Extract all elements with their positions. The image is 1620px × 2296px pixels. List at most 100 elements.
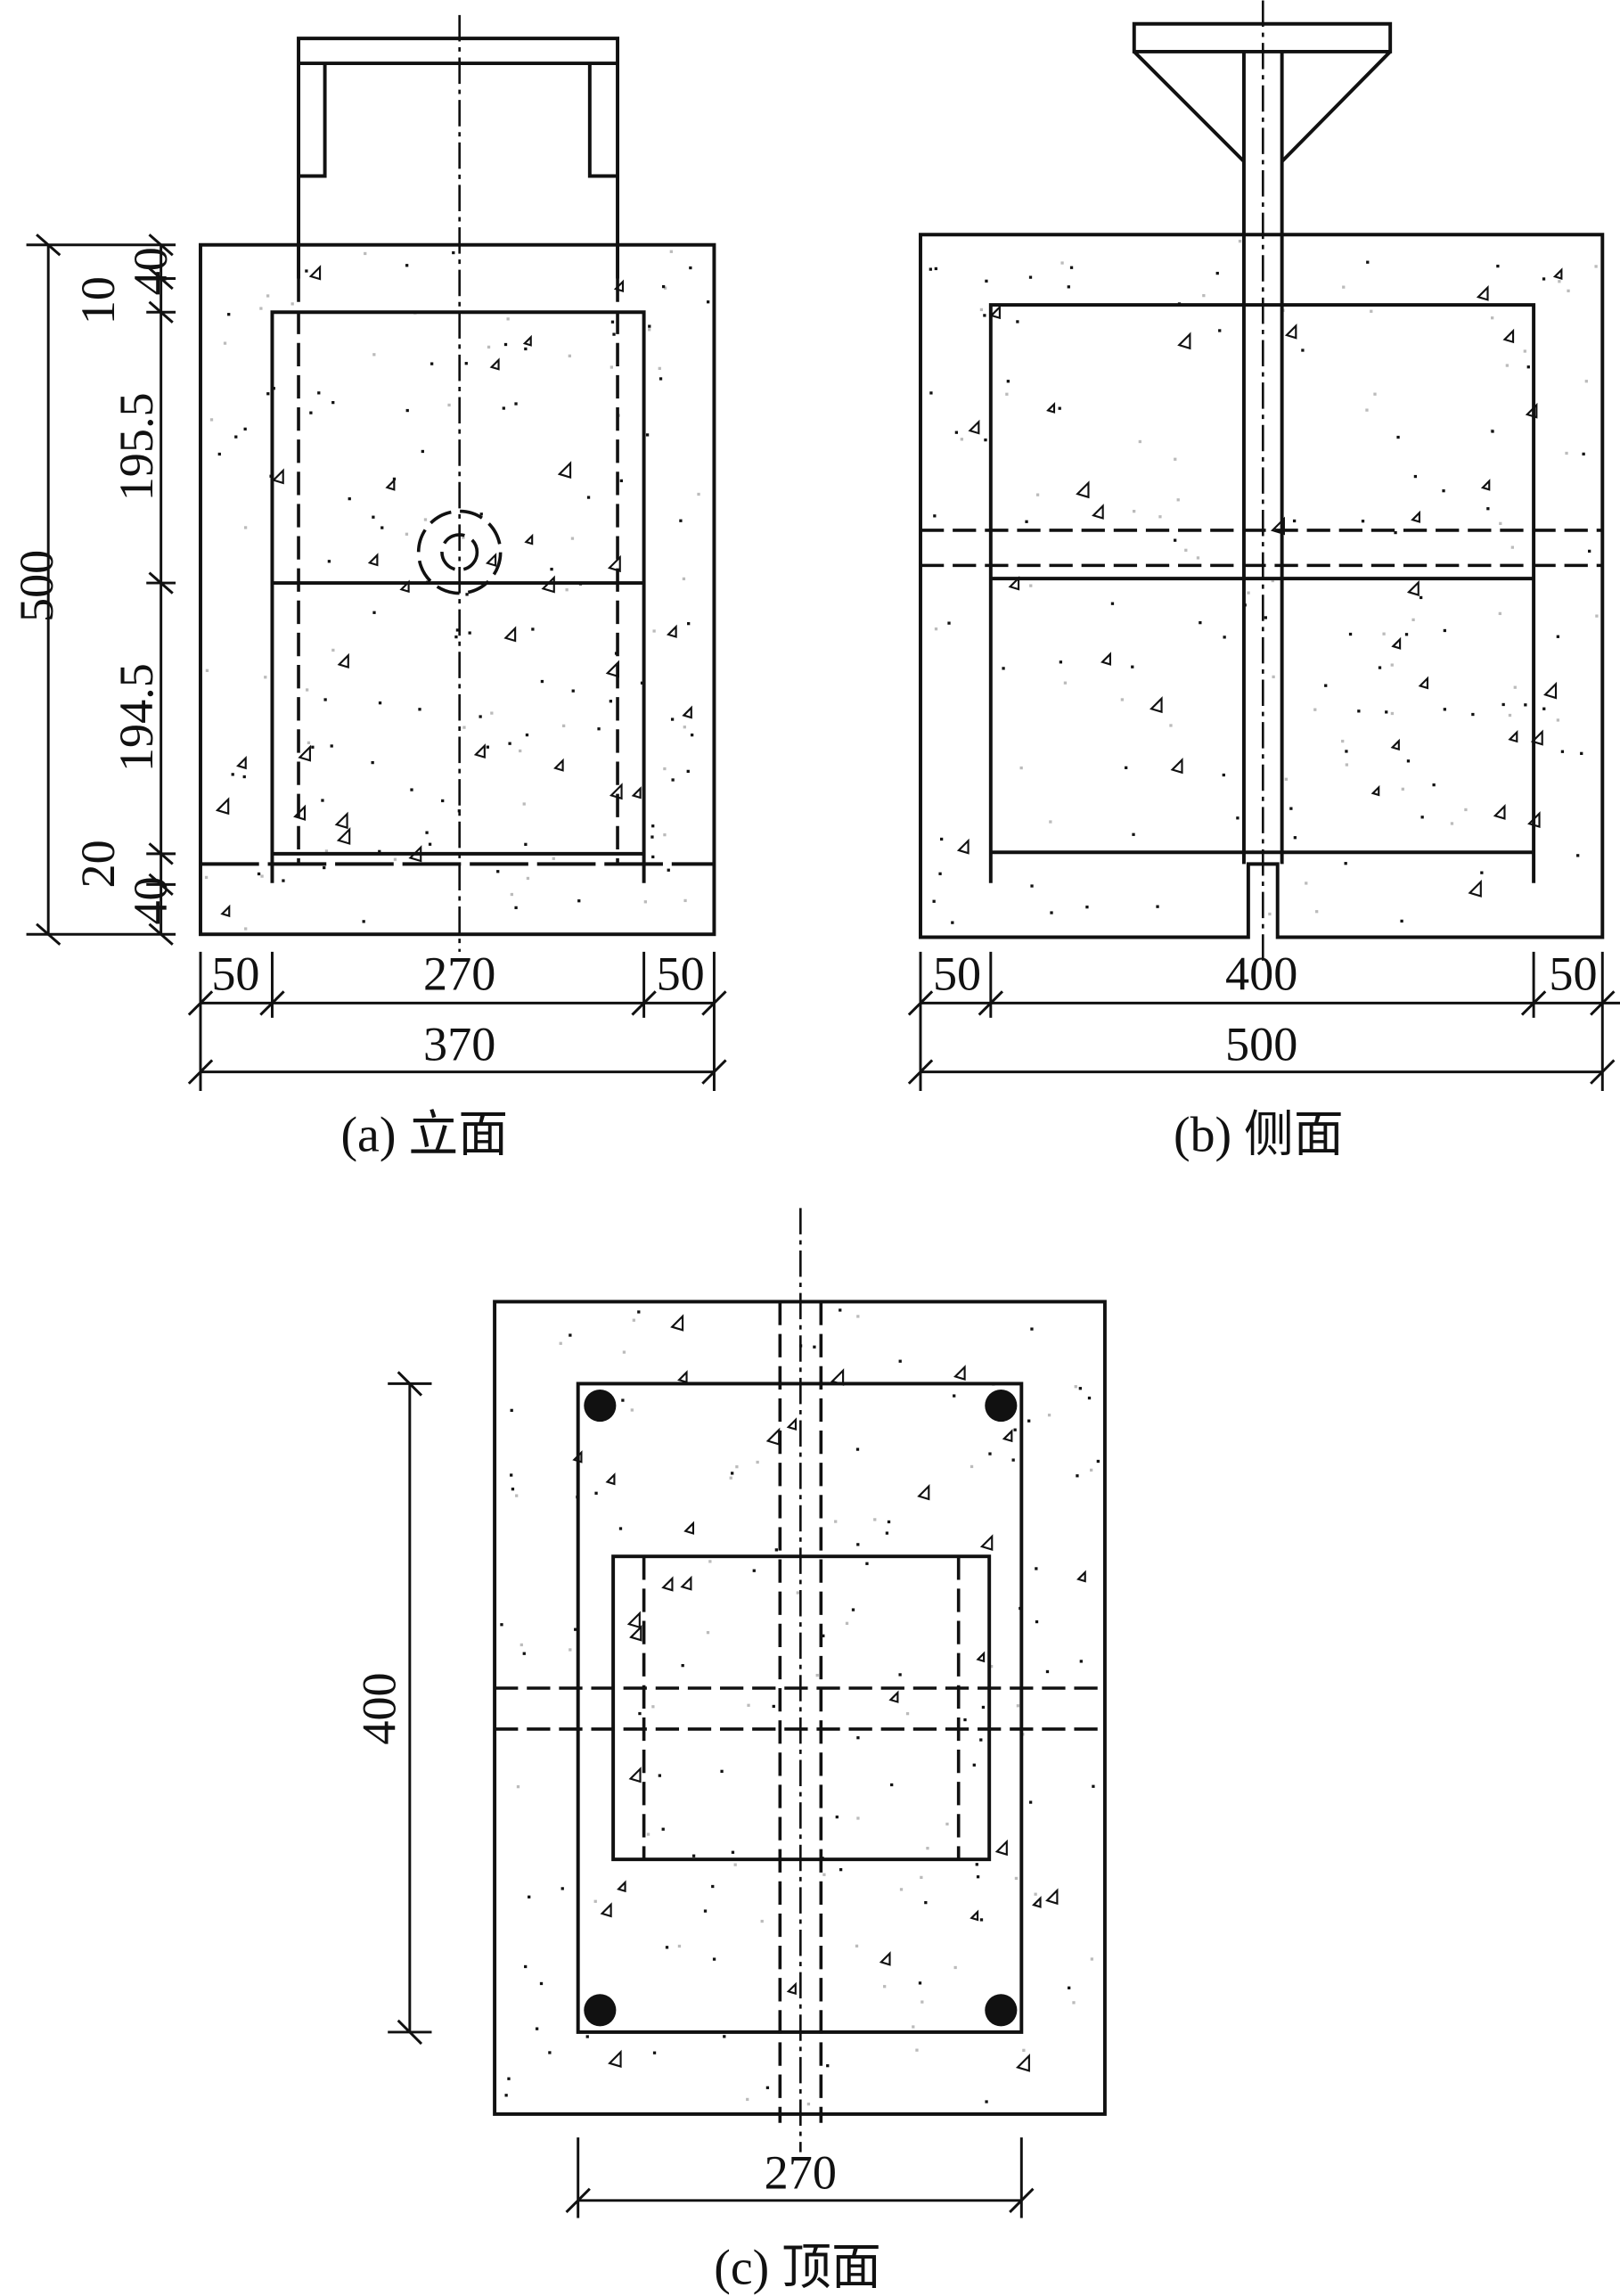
speckle-dot (514, 402, 518, 406)
loading-head (1132, 21, 1393, 163)
speckle-dot (571, 689, 575, 693)
aggregate-triangle (522, 334, 532, 347)
aggregate-triangle (617, 1880, 626, 1893)
speckle-dot (1238, 239, 1242, 243)
speckle-dot (393, 857, 397, 861)
speckle-dot (845, 1621, 849, 1625)
speckle-dot (1370, 309, 1373, 313)
speckle-dot (410, 788, 413, 791)
speckle-dot (504, 2094, 508, 2097)
speckle-dot (912, 2025, 915, 2029)
speckle-dot (1378, 666, 1382, 669)
figure-b-side: 50 400 50 500 (b) 侧面 (907, 0, 1620, 1162)
speckle-dot (1005, 392, 1009, 396)
speckle-dot (689, 266, 692, 270)
speckle-dot (1510, 545, 1514, 549)
speckle-dot (637, 1310, 641, 1314)
speckle-dot (988, 1452, 992, 1456)
speckle-dot (632, 1318, 635, 1322)
speckle-dot (378, 701, 382, 705)
speckle-dot (890, 1783, 894, 1787)
speckle-dot (209, 418, 214, 422)
aggregate-triangle (308, 265, 322, 281)
speckle-dot (548, 2051, 552, 2054)
speckle-dot (972, 1763, 976, 1767)
speckle-dot (568, 354, 571, 357)
speckle-dot (428, 842, 432, 846)
speckle-dot (330, 744, 333, 748)
speckle-dot (1595, 614, 1599, 618)
speckle-dot (550, 567, 553, 571)
speckle-dot (1442, 489, 1445, 493)
speckle-dot (1373, 392, 1377, 396)
speckle-dot (1087, 1396, 1092, 1400)
speckle-dot (898, 1359, 902, 1363)
speckle-dot (586, 496, 591, 499)
speckle-dot (947, 621, 951, 625)
speckle-dot (1584, 380, 1588, 383)
speckle-dot (1072, 2001, 1076, 2005)
aggregate-triangle (628, 1767, 642, 1784)
speckle-dot (1045, 1669, 1050, 1674)
speckle-dot (1524, 703, 1527, 707)
speckle-dot (1292, 519, 1297, 523)
aggregate-triangle (1177, 332, 1191, 350)
speckle-dot (856, 1736, 860, 1740)
speckle-dot (851, 1608, 855, 1611)
speckle-dot (1030, 1327, 1034, 1331)
aggregate-triangle (989, 304, 1001, 320)
speckle-dot (612, 332, 616, 336)
figure-a-elevation: 500 10 40 195.5 194.5 20 40 50 270 50 37… (10, 14, 727, 1162)
aggregate-triangle (600, 1902, 612, 1918)
speckle-dot (1131, 665, 1134, 668)
aggregate-triangle (524, 533, 534, 545)
speckle-dot (574, 1628, 577, 1631)
dim-a-50-right: 50 (657, 947, 705, 1001)
speckle-dot (1486, 507, 1490, 511)
aggregate-triangle (605, 1472, 616, 1486)
speckle-dot (1050, 911, 1053, 914)
speckle-dot (1464, 808, 1468, 812)
speckle-dot (963, 1718, 967, 1722)
speckle-dot (920, 1875, 923, 1880)
speckle-dot (899, 1888, 904, 1891)
aggregate-triangle (765, 1427, 781, 1446)
hole-outer (416, 509, 503, 595)
speckle-dot (324, 849, 329, 853)
aggregate-triangle (1284, 324, 1297, 340)
speckle-dot (510, 1408, 513, 1413)
speckle-dot (405, 408, 409, 413)
speckle-dot (856, 1816, 860, 1820)
speckle-dot (648, 324, 651, 328)
speckle-dot (569, 1648, 572, 1652)
speckle-dot (686, 769, 690, 774)
speckle-dot (1315, 910, 1319, 914)
speckle-dot (331, 648, 335, 652)
aggregate-triangle (489, 357, 500, 371)
speckle-dot (552, 857, 555, 860)
speckle-dot (462, 726, 466, 729)
speckle-dot (619, 479, 623, 483)
speckle-dot (618, 1527, 623, 1530)
speckle-dot (464, 362, 468, 365)
speckle-dot (1345, 763, 1349, 767)
speckle-dot (760, 1919, 764, 1923)
aggregate-triangle (786, 1417, 798, 1431)
speckle-dot (670, 718, 675, 721)
speckle-dot (1567, 289, 1570, 292)
speckle-dot (1420, 816, 1424, 819)
speckle-dot (815, 1673, 819, 1677)
speckle-dot (822, 1873, 826, 1876)
speckle-dot (661, 284, 666, 289)
speckle-dot (227, 313, 231, 316)
speckle-dot (1019, 766, 1023, 770)
speckle-dot (1491, 430, 1494, 433)
rebar-dot (985, 1389, 1018, 1423)
aggregate-triangle (1100, 652, 1111, 666)
speckle-dot (1523, 349, 1526, 353)
dim-a-total-height: 500 (10, 550, 63, 622)
speckle-dot (307, 741, 311, 744)
speckle-dot (282, 879, 285, 882)
speckle-dot (1078, 1387, 1082, 1390)
